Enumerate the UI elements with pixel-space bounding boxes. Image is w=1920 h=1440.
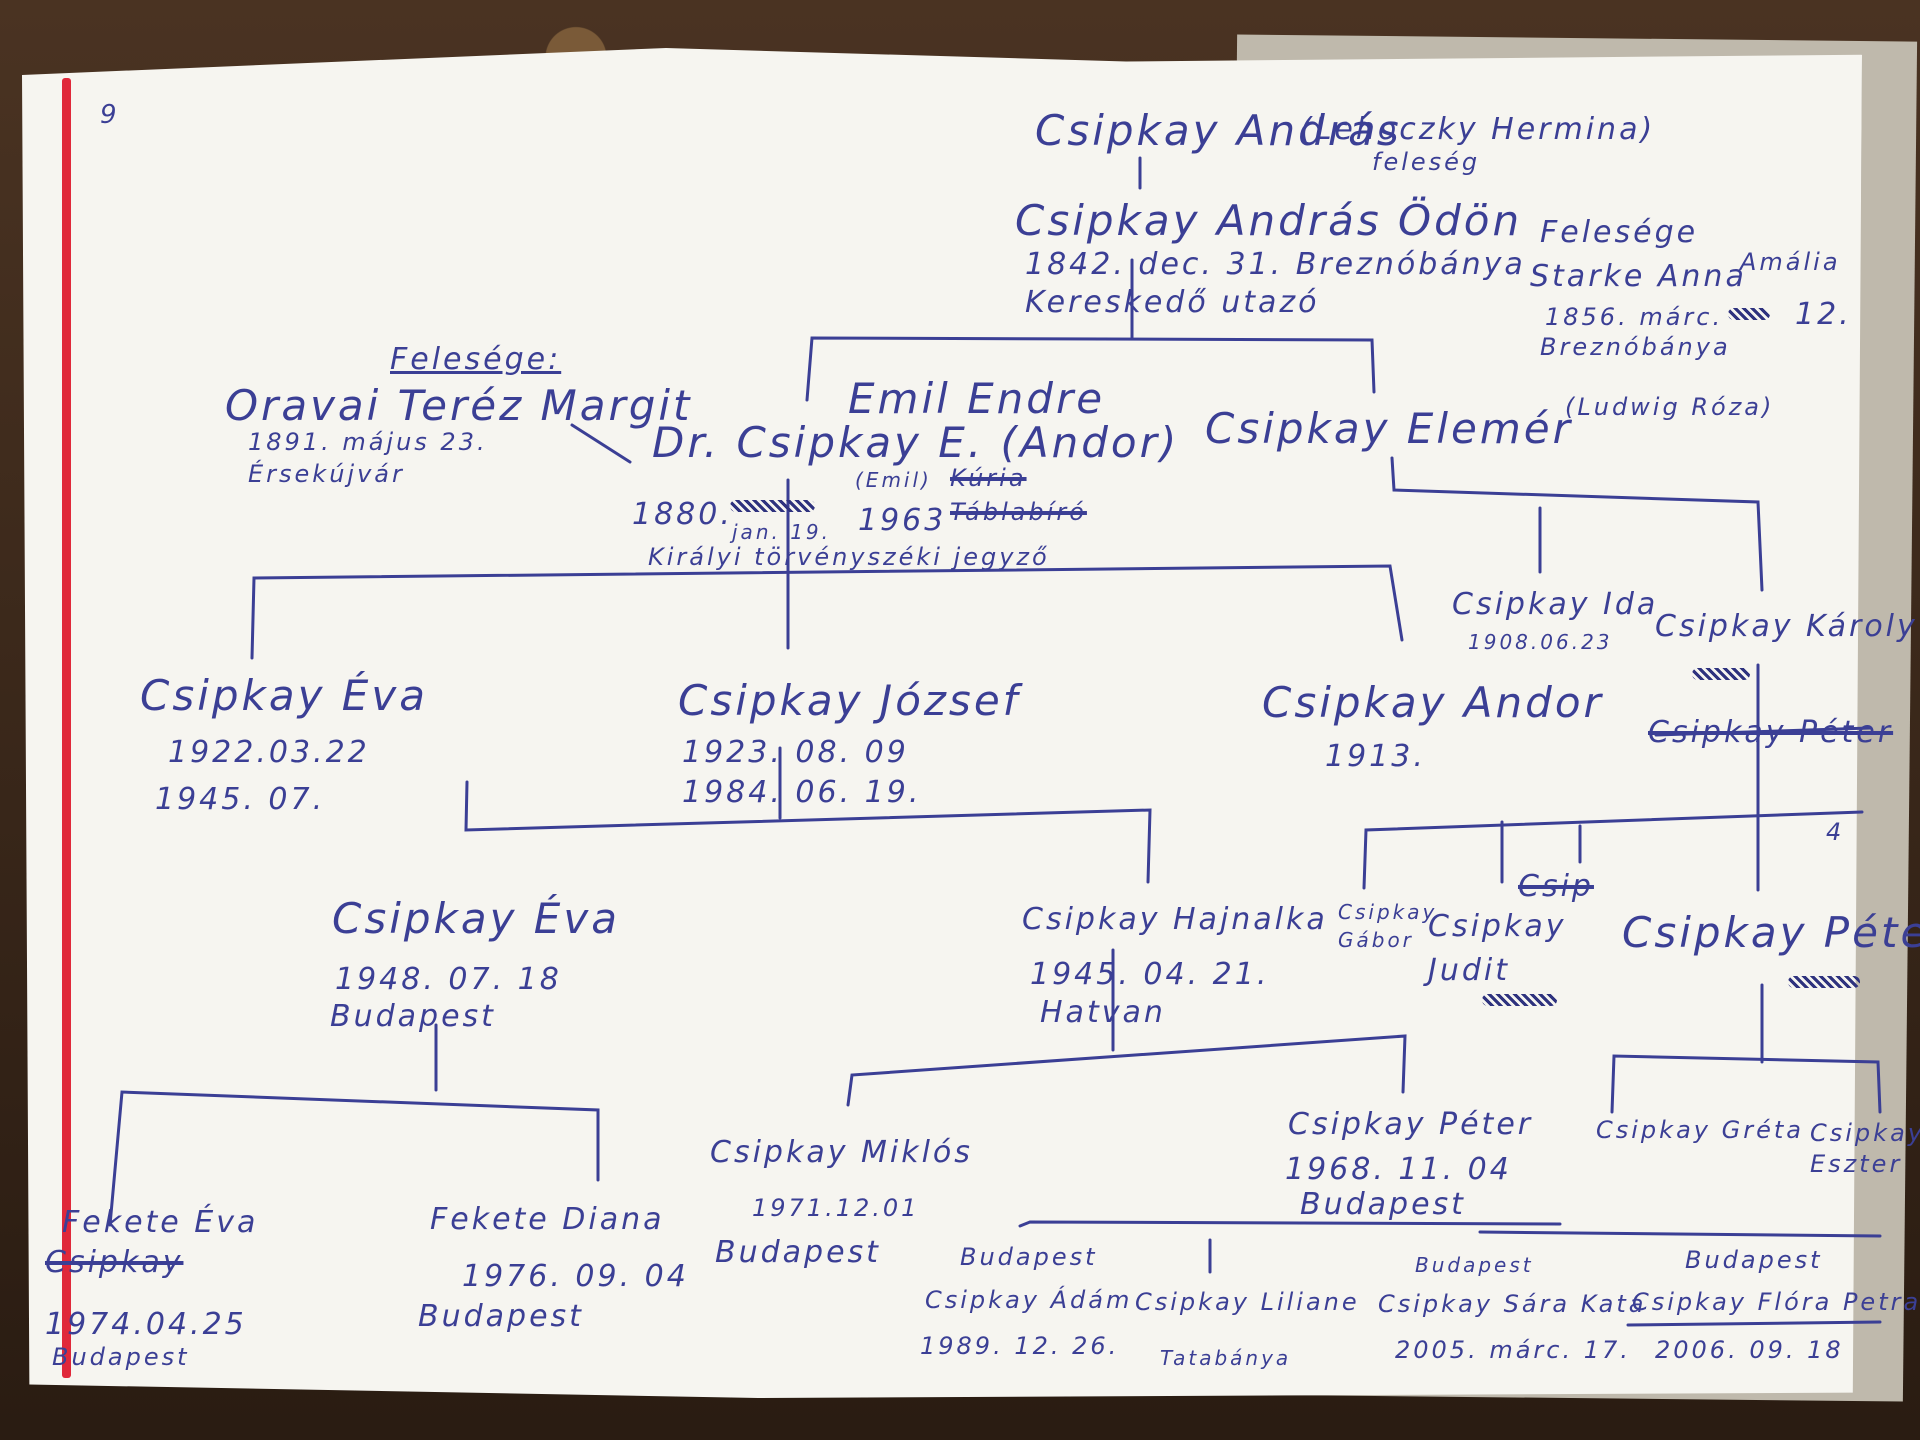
person-name-miklos: Csipkay Miklós [710,1135,973,1170]
person-born-hajnalka: 1945. 04. 21. [1030,957,1270,992]
person-name-peter1: Csipkay Péter [1622,908,1920,957]
person-died-jozsef: 1984. 06. 19. [682,775,922,810]
line-odon-children [805,336,1376,402]
person-born-eva2: 1948. 07. 18 [335,962,562,997]
person-name-andor2: Csipkay Andor [1262,678,1604,727]
red-margin-line [62,78,71,1378]
line-sara-flora [1478,1230,1882,1238]
person-born-miklos: 1971.12.01 [752,1194,920,1222]
line-elemer-children [1390,456,1764,592]
person-alias-andor: Emil Endre [848,374,1106,423]
person-name-judit: Csipkay Judit [1428,909,1567,988]
line-peter1-children [1610,1054,1882,1114]
person-place-oravai: Érsekújvár [248,460,405,488]
person-place-peter2: Budapest [1300,1187,1466,1222]
line-andor-children [250,564,1404,660]
person-name-fekete-eva-1: Fekete Éva [62,1205,259,1240]
person-name-eva1: Csipkay Éva [140,671,428,720]
person-wife-elemer: (Ludwig Róza) [1565,393,1775,421]
person-name-oravai: Oravai Teréz Margit [225,381,693,430]
person-died-eva1: 1945. 07. [155,782,326,817]
person-day-starke: 12. [1795,297,1852,332]
paper-sheet [22,48,1862,1398]
line-karoly-children [1362,810,1864,890]
line-peter2-children [1018,1220,1562,1228]
person-name-sara: Csipkay Sára Kata [1378,1290,1647,1318]
person-born-fekete-diana: 1976. 09. 04 [462,1259,689,1294]
person-place-fekete-diana: Budapest [418,1299,584,1334]
person-emil-andor: (Emil) [855,468,932,492]
person-name-ida: Csipkay Ida [1452,587,1659,622]
person-place-hajnalka: Hatvan [1040,995,1166,1030]
line-jozsef-children [464,780,1152,884]
person-name-hajnalka: Csipkay Hajnalka [1022,902,1328,937]
person-born-andor2: 1913. [1325,739,1426,774]
person-dates-andras-odon: 1842. dec. 31. Breznóbánya [1025,247,1526,282]
person-born-eva1: 1922.03.22 [168,735,370,770]
line-karoly-cross-horizontal [1654,726,1872,737]
wife-label-starke: Felesége [1540,215,1699,250]
person-name-andras-odon: Csipkay András Ödön [1015,196,1523,245]
person-struck-judit: Csip [1518,869,1594,904]
person-born-peter2: 1968. 11. 04 [1285,1152,1512,1187]
person-born-adam: 1989. 12. 26. [920,1332,1120,1360]
person-job-andras-odon: Kereskedő utazó [1025,285,1320,320]
person-name-andras-sr: Csipkay András [1035,106,1402,155]
person-born-andor: 1880. [632,497,733,532]
person-struck-karoly: Csipkay Péter [1648,715,1894,750]
line-hajnalka-children [846,1034,1407,1107]
scribble-andor-date [730,500,815,512]
person-born-jozsef: 1923. 08. 09 [682,735,909,770]
page-number: 9 [100,100,120,130]
person-place-starke: Breznóbánya [1540,333,1731,361]
person-name-greta: Csipkay Gréta [1596,1116,1804,1144]
person-name-andor: Dr. Csipkay E. (Andor) [652,418,1180,467]
person-mark-peter1: 4 [1826,818,1845,846]
person-name-elemer: Csipkay Elemér [1205,404,1573,453]
person-name-karoly: Csipkay Károly [1655,609,1918,644]
person-dates-starke: 1856. márc. [1545,303,1724,331]
person-wife-note: feleség [1372,148,1481,176]
person-name-gabor: Csipkay Gábor [1338,900,1438,952]
line-oravai-to-andor [570,423,632,464]
scribble-judit [1482,994,1557,1006]
scribble-karoly [1692,668,1750,680]
person-place-fekete-eva: Budapest [52,1343,190,1371]
person-place-eva2: Budapest [330,999,496,1034]
person-alt-starke: Amália [1740,248,1841,276]
person-struck-title-andor: Kúria Táblabíró [950,464,1087,526]
person-place-adam: Budapest [960,1243,1098,1271]
person-born-oravai: 1891. május 23. [248,428,488,456]
person-born-sara: 2005. márc. 17. [1395,1336,1631,1364]
person-name-eszter: Csipkay Eszter [1810,1119,1920,1179]
scribble-peter1 [1788,976,1860,988]
person-born-date-andor: jan. 19. [732,520,832,544]
person-job-andor: Királyi törvényszéki jegyző [648,543,1050,571]
person-name-liliane: Csipkay Liliane [1135,1288,1360,1316]
person-died-andor: 1963 [858,503,947,538]
line-eva2-children [108,1090,600,1227]
person-struck-fekete-eva: Csipkay [45,1245,184,1280]
person-name-eva2: Csipkay Éva [332,894,620,943]
person-name-peter2: Csipkay Péter [1288,1107,1534,1142]
person-place-flora: Budapest [1685,1246,1823,1274]
person-name-fekete-diana: Fekete Diana [430,1202,665,1237]
person-name-starke: Starke Anna [1530,259,1747,294]
person-place-miklos: Budapest [715,1235,881,1270]
line-flora-underline [1626,1320,1882,1327]
person-wife-andras-sr: (Lehoczky Hermina) [1300,112,1656,147]
person-born-fekete-eva: 1974.04.25 [45,1307,247,1342]
person-born-ida: 1908.06.23 [1468,630,1613,654]
scribble-starke-month [1728,308,1770,320]
person-place-liliane: Tatabánya [1160,1346,1292,1370]
person-name-flora: Csipkay Flóra Petra [1632,1288,1920,1316]
person-name-jozsef: Csipkay József [678,676,1021,725]
wife-label-oravai: Felesége: [390,342,562,377]
person-born-flora: 2006. 09. 18 [1655,1336,1844,1364]
person-place-sara: Budapest [1415,1253,1534,1277]
person-name-adam: Csipkay Ádám [925,1286,1133,1314]
